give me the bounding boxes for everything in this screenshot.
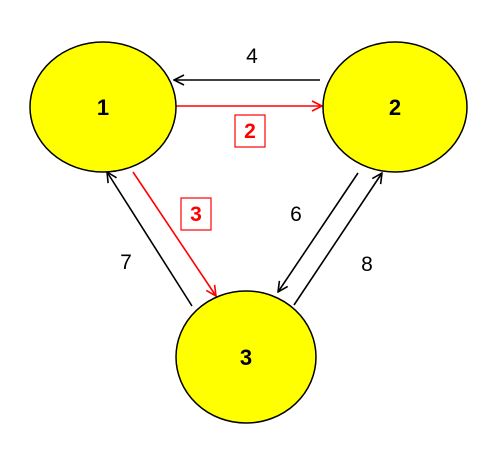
nodes-layer: 1 2 3 <box>29 41 468 424</box>
edge-arrow-3-to-1 <box>107 172 193 307</box>
edge-label-2-to-1: 4 <box>246 45 258 68</box>
edge-label-text: 4 <box>246 45 258 68</box>
edge-label-text: 2 <box>244 120 256 143</box>
edge-arrow-2-to-3 <box>278 172 359 292</box>
edges-layer <box>107 80 382 307</box>
edge-label-text: 6 <box>290 203 302 226</box>
edge-label-text: 8 <box>361 253 373 276</box>
edge-label-3-to-2: 8 <box>361 253 373 276</box>
node-circle <box>175 290 317 424</box>
node-1: 1 <box>29 41 177 173</box>
edge-arrow-1-to-3 <box>132 171 216 296</box>
edge-labels-layer: 4 2 3 7 6 8 <box>120 45 373 276</box>
node-2: 2 <box>322 41 468 173</box>
edge-label-2-to-3: 6 <box>290 203 302 226</box>
node-3: 3 <box>175 290 317 424</box>
node-label: 2 <box>389 95 401 120</box>
edge-label-1-to-2: 2 <box>234 114 266 148</box>
node-circle <box>322 41 468 173</box>
node-label: 1 <box>97 95 109 120</box>
edge-arrow-3-to-2 <box>293 173 382 306</box>
edge-label-text: 7 <box>120 251 132 274</box>
edge-label-box <box>234 114 266 148</box>
edge-label-1-to-3: 3 <box>180 197 212 231</box>
node-label: 3 <box>240 345 252 370</box>
edge-label-text: 3 <box>190 203 202 226</box>
node-circle <box>29 41 177 173</box>
edge-label-box <box>180 197 212 231</box>
edge-label-3-to-1: 7 <box>120 251 132 274</box>
